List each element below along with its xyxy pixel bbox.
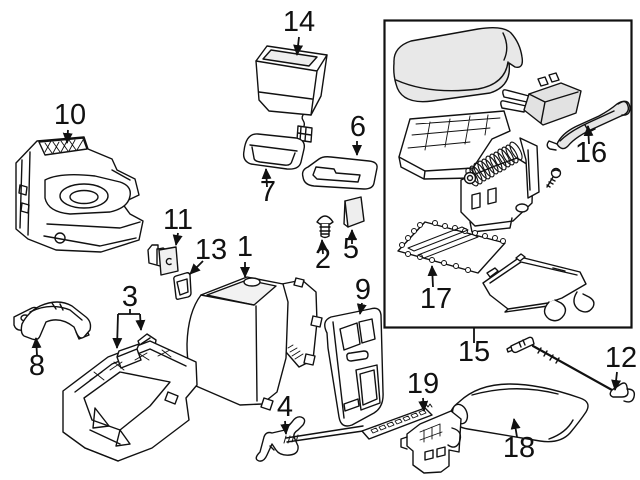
part-stud-button <box>316 215 334 239</box>
callout-arrow-16 <box>583 125 594 145</box>
part-release-cable <box>506 336 636 403</box>
part-trim-cap <box>343 196 365 228</box>
callout-label-5-trim-cap: 5 <box>343 233 359 265</box>
callout-arrow-2 <box>317 239 328 255</box>
callout-arrow-4 <box>280 420 291 435</box>
callout-label-8-support-bracket: 8 <box>29 350 45 382</box>
callout-label-7-tray-liner: 7 <box>260 176 276 208</box>
callout-label-11-switch: 11 <box>163 204 193 236</box>
callout-arrow-7 <box>261 168 272 188</box>
part-lid-latch <box>500 72 582 126</box>
callout-label-18-parking-brake-grip: 18 <box>503 432 535 464</box>
callout-arrow-3 <box>112 313 123 349</box>
part-blanking-cover <box>173 272 192 300</box>
callout-label-13-blanking-cover: 13 <box>195 234 227 266</box>
callout-arrow-8 <box>31 337 42 356</box>
callout-arrow-19 <box>418 397 429 412</box>
callout-arrow-18 <box>510 418 521 438</box>
callout-label-2-stud-button: 2 <box>315 243 331 275</box>
part-console-mat <box>397 220 506 274</box>
callout-arrow-17 <box>427 265 438 288</box>
callout-arrow-14 <box>293 36 304 56</box>
part-hinge-mechanism <box>398 110 540 233</box>
callout-label-1-console-housing: 1 <box>237 231 253 263</box>
part-storage-bin <box>255 45 328 143</box>
callout-label-14-storage-bin: 14 <box>283 6 315 38</box>
callout-label-16-hinge-cover-strip: 16 <box>575 137 607 169</box>
callout-arrow-3 <box>135 313 146 331</box>
callout-arrow-12 <box>611 371 622 391</box>
part-rear-trim-panel <box>324 307 384 427</box>
part-lower-panel <box>482 253 595 322</box>
callout-label-17-console-mat: 17 <box>420 283 452 315</box>
part-tray-liner <box>242 133 306 170</box>
callout-label-15-armrest-assembly: 15 <box>458 336 490 368</box>
callout-label-3-console-bracket: 3 <box>122 281 138 313</box>
callout-label-19-parking-brake-lever: 19 <box>407 368 439 400</box>
part-console-bracket <box>62 328 198 462</box>
callout-label-6-tray-bezel: 6 <box>350 111 366 143</box>
callout-label-12-release-cable: 12 <box>605 342 637 374</box>
part-switch <box>147 244 179 276</box>
part-tray-bezel <box>301 156 378 190</box>
callout-arrow-13 <box>189 260 204 275</box>
callout-arrow-10 <box>62 129 73 144</box>
callout-arrow-9 <box>356 302 367 315</box>
callout-arrow-11 <box>172 232 183 246</box>
callout-label-9-rear-trim-panel: 9 <box>355 274 371 306</box>
callout-label-4-spring-clip: 4 <box>277 391 293 423</box>
part-console-housing <box>186 276 323 411</box>
part-support-bracket <box>13 301 92 341</box>
part-parking-brake-lever <box>283 403 462 474</box>
part-front-console-body <box>15 136 144 253</box>
callout-label-10-front-console-body: 10 <box>54 99 86 131</box>
assembly-inset-box <box>383 19 633 329</box>
part-armrest-lid <box>393 26 524 103</box>
part-screw <box>546 167 562 188</box>
